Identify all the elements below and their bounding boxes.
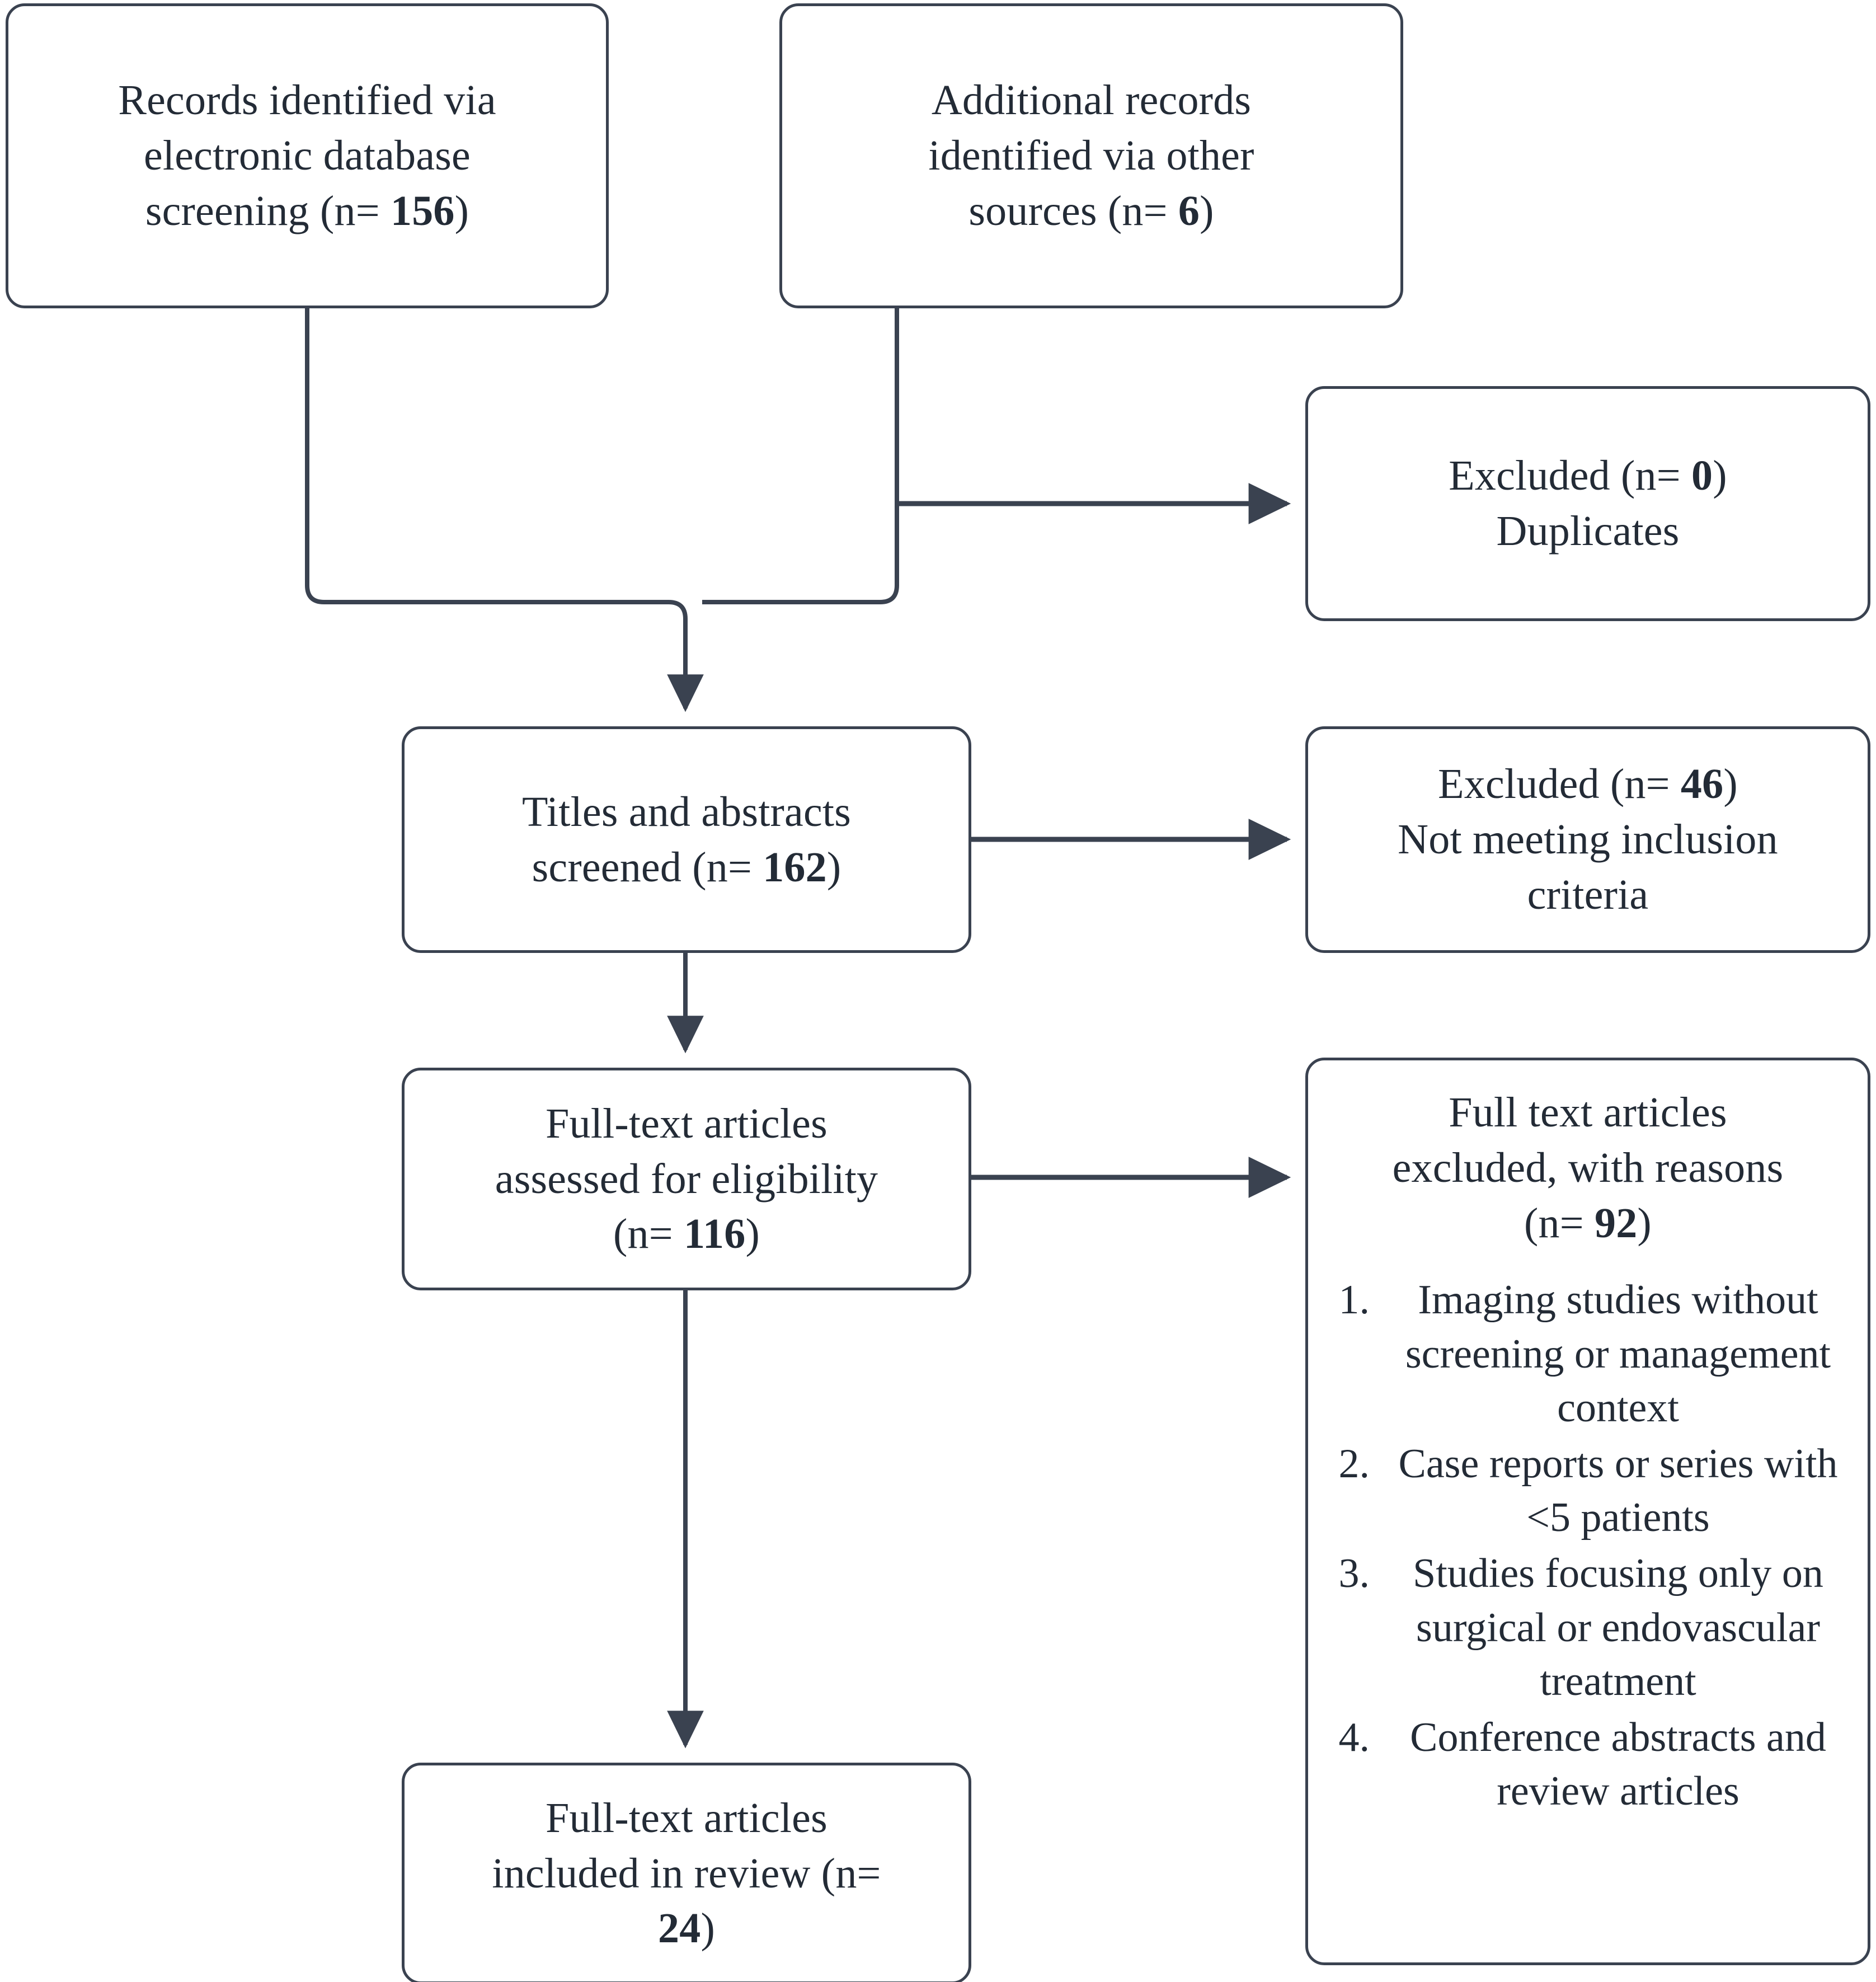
node-count: 116: [684, 1210, 746, 1258]
node-titles-abstracts-screened: Titles and abstracts screened (n= 162): [402, 726, 971, 953]
node-fulltext-included-in-review: Full-text articles included in review (n…: [402, 1763, 971, 1982]
list-item-number: 2.: [1338, 1440, 1370, 1487]
list-item: 3. Studies focusing only on surgical or …: [1323, 1547, 1853, 1708]
node-additional-records-other-sources: Additional records identified via other …: [779, 3, 1403, 308]
node-count: 46: [1680, 760, 1724, 808]
node-fulltext-excluded-with-reasons: Full text articles excluded, with reason…: [1305, 1058, 1870, 1965]
node-count: 6: [1178, 187, 1200, 234]
node-count: 162: [763, 843, 827, 891]
list-item-number: 1.: [1338, 1277, 1370, 1323]
list-item: 2. Case reports or series with <5 patien…: [1323, 1437, 1853, 1544]
node-label: Titles and abstracts screened (n= 162): [521, 788, 852, 891]
node-label: Excluded (n= 46) Not meeting inclusion c…: [1398, 760, 1778, 918]
node-label: Additional records identified via other …: [928, 77, 1254, 234]
node-label: Full-text articles included in review (n…: [492, 1794, 881, 1952]
node-excluded-not-meeting-criteria: Excluded (n= 46) Not meeting inclusion c…: [1305, 726, 1870, 953]
connector-db-to-screened: [305, 308, 704, 712]
list-item-label: Studies focusing only on surgical or end…: [1413, 1551, 1823, 1704]
node-count: 0: [1691, 452, 1713, 500]
node-count: 92: [1595, 1199, 1638, 1247]
list-item-number: 3.: [1338, 1551, 1370, 1597]
node-records-identified-database: Records identified via electronic databa…: [6, 3, 609, 308]
node-count: 24: [658, 1905, 701, 1952]
node-fulltext-assessed-eligibility: Full-text articles assessed for eligibil…: [402, 1068, 971, 1290]
list-item-number: 4.: [1338, 1714, 1370, 1760]
list-item-label: Conference abstracts and review articles: [1410, 1714, 1826, 1815]
node-label: Full-text articles assessed for eligibil…: [495, 1100, 878, 1258]
node-count: 156: [391, 187, 455, 234]
list-item-label: Case reports or series with <5 patients: [1398, 1440, 1838, 1541]
node-label: Excluded (n= 0) Duplicates: [1449, 452, 1727, 555]
list-item-label: Imaging studies without screening or man…: [1405, 1277, 1831, 1431]
node-label: Full text articles excluded, with reason…: [1392, 1089, 1784, 1247]
node-label: Records identified via electronic databa…: [118, 77, 496, 234]
node-excluded-duplicates: Excluded (n= 0) Duplicates: [1305, 386, 1870, 621]
connector-other-to-screened: [702, 308, 899, 604]
list-item: 1. Imaging studies without screening or …: [1323, 1273, 1853, 1435]
exclusion-reason-list: 1. Imaging studies without screening or …: [1323, 1273, 1853, 1820]
list-item: 4. Conference abstracts and review artic…: [1323, 1711, 1853, 1818]
